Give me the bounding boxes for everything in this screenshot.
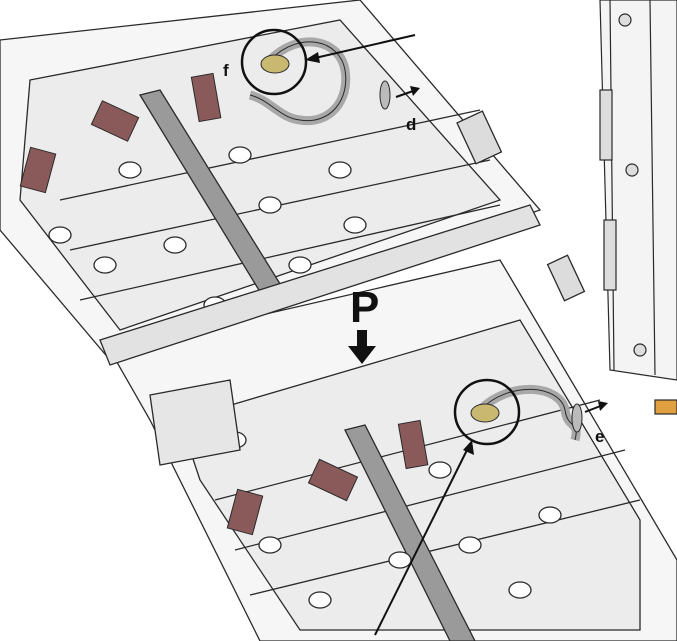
- lower-highlight-circle: [453, 378, 521, 446]
- label-e: e: [595, 427, 604, 446]
- upper-highlight-circle: [240, 28, 308, 96]
- label-f: f: [223, 61, 229, 80]
- p-arrow-shaft: [357, 330, 367, 348]
- label-d: d: [406, 115, 416, 134]
- upper-terminal: [260, 54, 290, 74]
- lower-battery-tray: [99, 204, 677, 641]
- lower-leader-line: [374, 447, 469, 636]
- upper-leader-arrowhead: [305, 52, 320, 63]
- lower-leader-arrowhead: [463, 440, 474, 455]
- label-p: P: [350, 283, 379, 332]
- lower-terminal: [470, 403, 500, 423]
- right-cabinet-panel: [599, 0, 677, 415]
- p-arrow-head: [348, 346, 376, 364]
- upper-leader-line: [314, 34, 416, 59]
- upper-connectors: [19, 72, 222, 194]
- lower-connectors: [226, 419, 429, 536]
- lower-grommet: [571, 403, 583, 433]
- upper-grommet: [379, 80, 391, 110]
